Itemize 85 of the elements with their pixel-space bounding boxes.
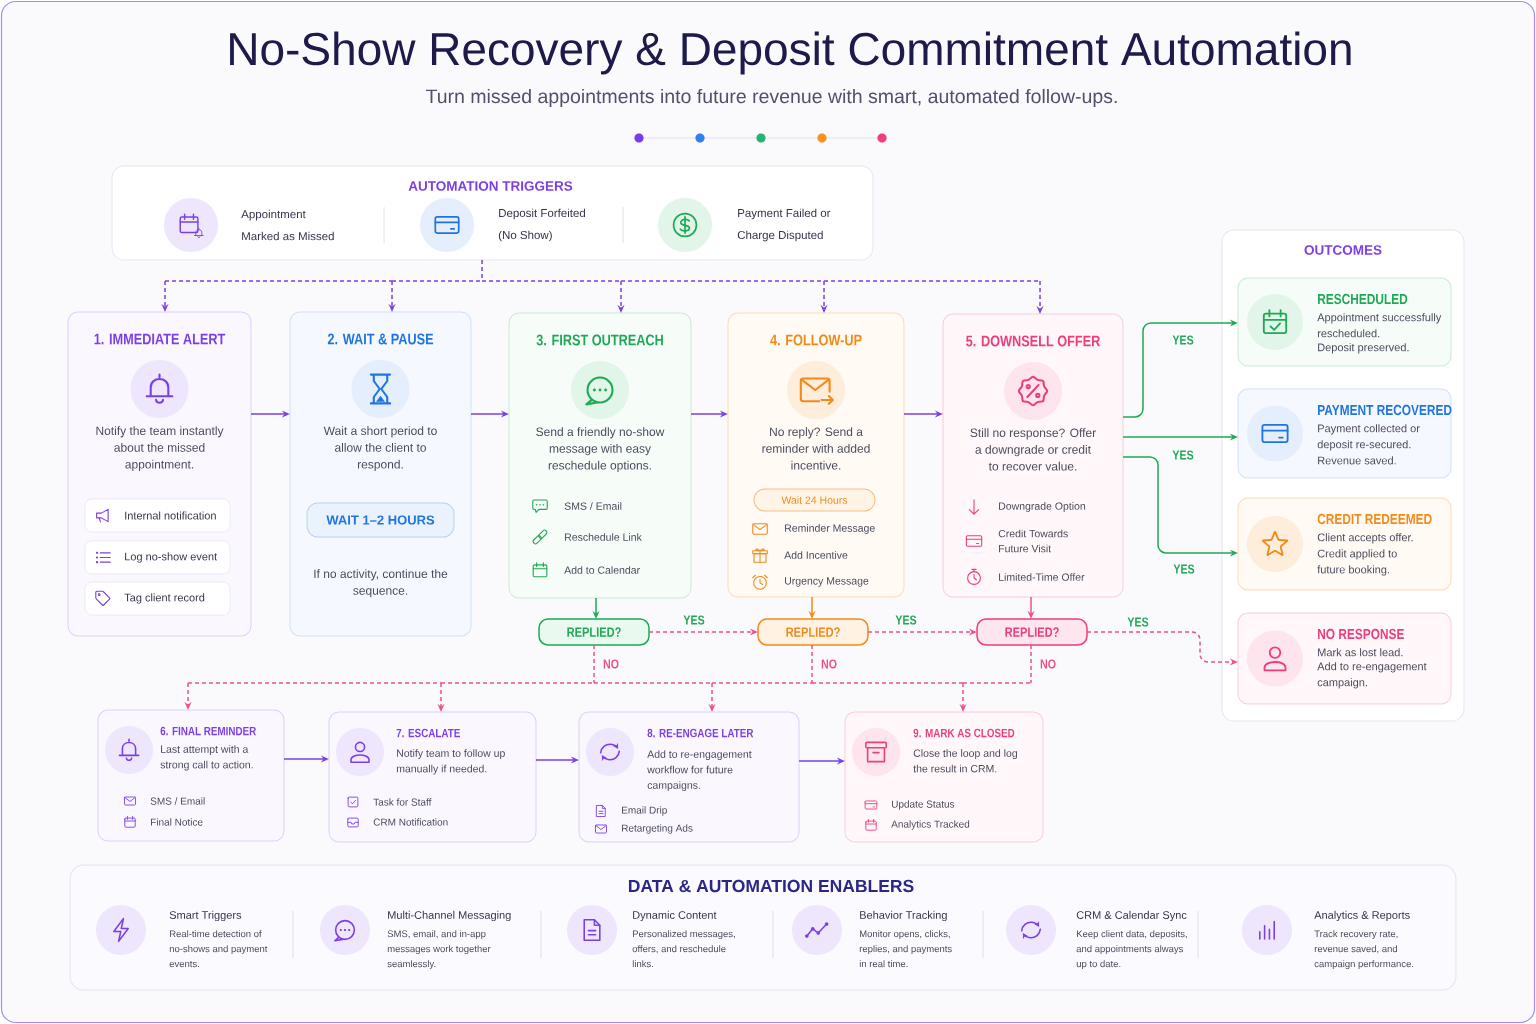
card-description: Still no response? Offer a downgrade or credit to recover value. xyxy=(970,428,1096,471)
edge-label: NO xyxy=(601,657,621,671)
list-item: Email Drip xyxy=(622,806,667,816)
list-item: Reschedule Link xyxy=(565,533,642,541)
feature-text: Real-time detection of no-shows and payment events. xyxy=(169,930,268,968)
list-item: Credit Towards Future Visit xyxy=(998,529,1068,553)
list-item: Update Status xyxy=(892,800,955,810)
card-title: 6. FINAL REMINDER xyxy=(160,726,257,736)
edge-label: NO xyxy=(819,657,839,671)
list-item: Limited-Time Offer xyxy=(999,573,1085,581)
trigger-text: Deposit Forfeited (No Show) xyxy=(498,208,585,242)
outcome-text: Mark as lost lead. xyxy=(1318,648,1403,657)
item-box: Log no-show event xyxy=(84,540,231,575)
feature-title: Behavior Tracking xyxy=(860,910,947,922)
card-description: Close the loop and log the result in CRM. xyxy=(913,749,1017,773)
outcome-title: PAYMENT RECOVERED xyxy=(1318,404,1452,416)
list-item: CRM Notification xyxy=(373,818,448,826)
feature-text: Personalized messages, offers, and reschedule links. xyxy=(632,930,735,968)
edge-label: YES xyxy=(1170,448,1196,462)
card-title: 1. IMMEDIATE ALERT xyxy=(94,333,226,345)
panel-heading: DATA & AUTOMATION ENABLERS xyxy=(628,879,914,893)
list-item: Analytics Tracked xyxy=(891,820,970,830)
card-title: 9. MARK AS CLOSED xyxy=(913,728,1015,738)
edge-label: YES xyxy=(681,613,707,627)
list-item: SMS / Email xyxy=(564,502,622,510)
outcome-text: Add to re-engagement campaign. xyxy=(1317,662,1427,689)
card-description: Notify team to follow up manually if needed. xyxy=(396,749,505,775)
outcome-text: Client accepts offer. xyxy=(1317,533,1413,544)
card-title: 3. FIRST OUTREACH xyxy=(536,334,663,346)
list-item: Reminder Message xyxy=(785,524,875,534)
list-item: Add Incentive xyxy=(784,551,848,559)
trigger-text: Appointment Marked as Missed xyxy=(241,209,334,241)
card-note: If no activity, continue the sequence. xyxy=(314,569,448,598)
card-description: Last attempt with a strong call to action. xyxy=(160,745,253,771)
item-box: Internal notification xyxy=(84,498,231,533)
list-item: Task for Staff xyxy=(373,798,432,806)
feature-title: Dynamic Content xyxy=(633,910,717,922)
list-item: Add to Calendar xyxy=(564,566,640,574)
title: No-Show Recovery & Deposit Commitment Automation xyxy=(230,31,1351,75)
decision-pill: REPLIED? xyxy=(757,618,869,646)
card-title: 5. DOWNSELL OFFER xyxy=(966,335,1101,347)
feature-title: Multi-Channel Messaging xyxy=(388,910,511,922)
edge-label: YES xyxy=(1171,562,1197,576)
panel-heading: AUTOMATION TRIGGERS xyxy=(408,181,573,191)
outcome-text: Revenue saved. xyxy=(1318,456,1396,465)
feature-text: SMS, email, and in-app messages work together seamlessly. xyxy=(387,930,491,970)
list-item: Final Notice xyxy=(151,818,203,826)
decision-pill: REPLIED? xyxy=(976,618,1088,646)
decision-pill: REPLIED? xyxy=(538,618,650,646)
card-title: 2. WAIT & PAUSE xyxy=(327,333,434,345)
list-item: Downgrade Option xyxy=(999,502,1086,512)
card-title: 4. FOLLOW-UP xyxy=(770,334,862,346)
feature-text: Monitor opens, clicks, replies, and payments in real time. xyxy=(859,930,952,968)
outcome-text: Appointment successfully rescheduled. xyxy=(1317,313,1442,338)
feature-text: Keep client data, deposits, and appointments always up to date. xyxy=(1076,930,1187,970)
outcome-title: NO RESPONSE xyxy=(1318,628,1404,640)
card-description: No reply? Send a reminder with added incentive. xyxy=(762,427,870,470)
feature-title: CRM & Calendar Sync xyxy=(1076,910,1187,922)
card-title: 7. ESCALATE xyxy=(396,728,460,738)
outcome-title: CREDIT REDEEMED xyxy=(1317,513,1432,525)
outcome-title: RESCHEDULED xyxy=(1318,293,1408,305)
list-item: Urgency Message xyxy=(785,577,869,587)
outcome-text: Deposit preserved. xyxy=(1318,343,1409,354)
card-title: 8. RE-ENGAGE LATER xyxy=(647,728,754,738)
card-description: Notify the team instantly about the missed appointment. xyxy=(96,426,224,471)
subtitle: Turn missed appointments into future revenue with smart, automated follow-ups. xyxy=(426,88,1117,108)
outcome-text: Payment collected or deposit re-secured. xyxy=(1317,424,1420,451)
feature-title: Smart Triggers xyxy=(169,910,242,922)
list-item: Retargeting Ads xyxy=(622,824,693,834)
outcome-text: Credit applied to future booking. xyxy=(1317,549,1397,576)
feature-title: Analytics & Reports xyxy=(1314,910,1410,922)
item-box: Tag client record xyxy=(84,581,231,616)
edge-label: YES xyxy=(893,613,919,627)
card-description: Add to re-engagement workflow for future campaigns. xyxy=(647,750,752,791)
card-description: Send a friendly no-show message with easy reschedule options. xyxy=(536,427,665,472)
edge-label: NO xyxy=(1038,657,1058,671)
card-description: Wait a short period to allow the client to respond. xyxy=(323,426,437,471)
list-item: SMS / Email xyxy=(150,797,205,805)
trigger-text: Payment Failed or Charge Disputed xyxy=(737,208,831,242)
wait-badge: WAIT 1–2 HOURS xyxy=(306,502,455,538)
edge-label: YES xyxy=(1125,615,1151,629)
edge-label: YES xyxy=(1170,333,1196,347)
panel-heading: OUTCOMES xyxy=(1304,245,1382,255)
feature-text: Track recovery rate, revenue saved, and campaign performance. xyxy=(1314,930,1414,970)
wait-badge: Wait 24 Hours xyxy=(753,488,876,512)
